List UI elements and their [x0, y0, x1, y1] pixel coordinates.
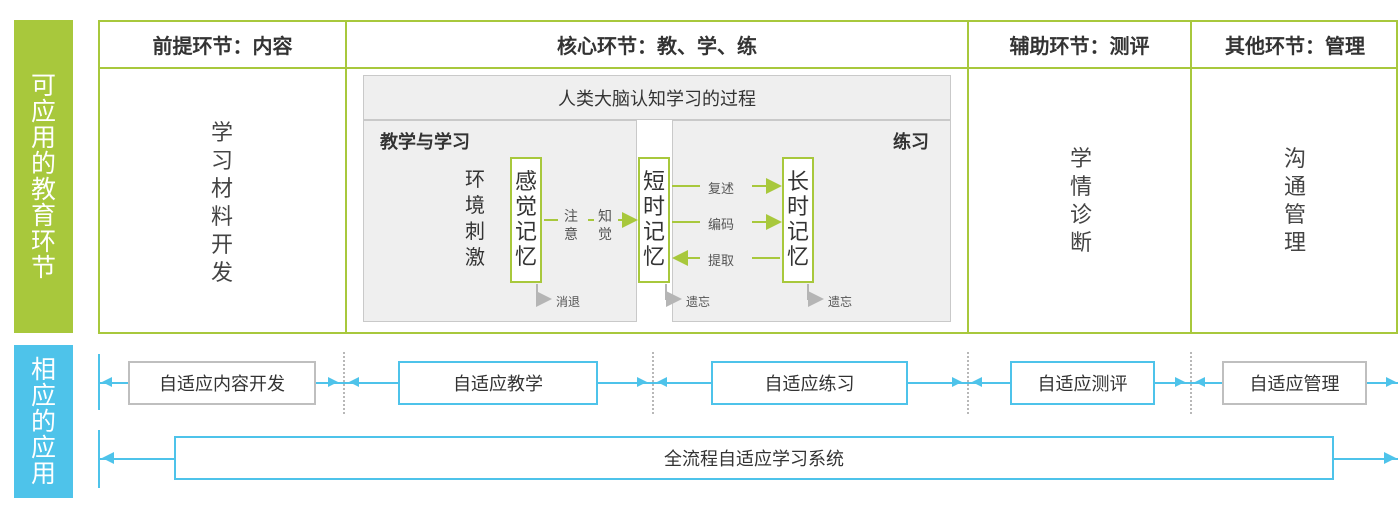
environment-stimulus-text: 环境刺激: [462, 166, 488, 270]
app-adaptive-teaching: 自适应教学: [398, 361, 598, 405]
long-memory-char: 长: [786, 170, 809, 195]
material-dev-char: 学: [210, 121, 233, 146]
comm-mgmt-char: 通: [1283, 175, 1306, 200]
side-top-char: 节: [30, 252, 56, 282]
sensory-memory-char: 忆: [514, 245, 537, 270]
app-adaptive-management: 自适应管理: [1222, 361, 1367, 405]
material-dev-char: 料: [210, 205, 233, 230]
communication-management-text: 沟通管理: [1278, 146, 1312, 258]
sensory-memory-char: 觉: [514, 195, 537, 220]
forget-label-1: 遗忘: [686, 295, 711, 309]
long-memory-char: 记: [786, 220, 809, 245]
encode-label: 编码: [708, 218, 735, 233]
forget-label-2: 遗忘: [828, 295, 853, 309]
full-flow-adaptive-system: 全流程自适应学习系统: [174, 436, 1334, 480]
apps-separator-1: [343, 352, 345, 414]
comm-mgmt-char: 管: [1283, 203, 1306, 228]
perception-text: 知觉: [596, 208, 614, 244]
side-bottom-char: 应: [30, 432, 56, 462]
app-adaptive-content-dev: 自适应内容开发: [128, 361, 316, 405]
attention-char: 意: [564, 227, 578, 243]
header-content: 前提环节：内容: [152, 34, 293, 58]
short-term-memory-box: 短时记忆: [638, 157, 670, 283]
app-adaptive-practice: 自适应练习: [711, 361, 908, 405]
short-memory-char: 忆: [642, 245, 665, 270]
column-divider-2: [967, 20, 969, 334]
practice-label: 练习: [893, 132, 929, 153]
side-bottom-char: 的: [30, 406, 56, 436]
header-management: 其他环节：管理: [1225, 34, 1365, 58]
side-bottom-char: 相: [30, 354, 56, 384]
comm-mgmt-char: 理: [1283, 231, 1306, 256]
side-top-char: 育: [30, 200, 56, 230]
education-stages-frame: [98, 20, 1398, 334]
material-dev-char: 习: [210, 149, 233, 174]
side-label-applications: 相应的应用: [14, 345, 73, 498]
attention-char: 注: [564, 209, 578, 225]
side-top-char: 环: [30, 226, 56, 256]
long-term-memory-box: 长时记忆: [782, 157, 814, 283]
material-dev-char: 发: [210, 261, 233, 286]
diagnosis-char: 学: [1069, 147, 1092, 172]
side-top-char: 应: [30, 96, 56, 126]
header-divider: [98, 67, 1398, 69]
side-bottom-char: 用: [30, 458, 56, 488]
sensory-memory-box: 感觉记忆: [510, 157, 542, 283]
side-top-char: 的: [30, 148, 56, 178]
short-memory-char: 时: [642, 195, 665, 220]
diagnosis-char: 情: [1069, 175, 1092, 200]
apps-left-cap: [98, 354, 100, 410]
env-stimulus-char: 环: [465, 167, 485, 191]
header-assessment: 辅助环节：测评: [1009, 34, 1150, 58]
attention-text: 注意: [562, 208, 580, 244]
material-dev-char: 开: [210, 233, 233, 258]
learning-process-title: 人类大脑认知学习的过程: [363, 75, 951, 120]
side-top-char: 用: [30, 122, 56, 152]
apps-separator-2: [652, 352, 654, 414]
env-stimulus-char: 刺: [465, 219, 485, 243]
perception-char: 知: [598, 209, 612, 225]
retrieve-label: 提取: [708, 254, 735, 269]
apps-separator-4: [1190, 352, 1192, 414]
comm-mgmt-char: 沟: [1283, 147, 1306, 172]
app-adaptive-assessment: 自适应测评: [1010, 361, 1155, 405]
sensory-memory-char: 感: [514, 170, 537, 195]
side-bottom-char: 应: [30, 380, 56, 410]
material-dev-char: 材: [210, 177, 233, 202]
system-left-cap: [98, 430, 100, 488]
column-divider-1: [345, 20, 347, 334]
sensory-memory-char: 记: [514, 220, 537, 245]
long-memory-char: 忆: [786, 245, 809, 270]
side-top-char: 可: [30, 70, 56, 100]
apps-separator-3: [967, 352, 969, 414]
material-development-text: 学习材料开发: [205, 120, 239, 288]
diagnosis-char: 诊: [1069, 203, 1092, 228]
rehearse-label: 复述: [708, 182, 735, 197]
column-divider-3: [1190, 20, 1192, 334]
long-memory-char: 时: [786, 195, 809, 220]
short-memory-char: 记: [642, 220, 665, 245]
env-stimulus-char: 激: [465, 245, 485, 269]
side-label-education-stages: 可应用的教育环节: [14, 20, 73, 333]
header-core: 核心环节：教、学、练: [557, 34, 757, 58]
teach-learn-label: 教学与学习: [380, 132, 470, 153]
side-top-char: 教: [30, 174, 56, 204]
perception-char: 觉: [598, 227, 612, 243]
short-memory-char: 短: [642, 170, 665, 195]
learning-diagnosis-text: 学情诊断: [1064, 146, 1098, 258]
env-stimulus-char: 境: [465, 193, 485, 217]
fade-label: 消退: [556, 295, 581, 309]
diagnosis-char: 断: [1069, 231, 1092, 256]
